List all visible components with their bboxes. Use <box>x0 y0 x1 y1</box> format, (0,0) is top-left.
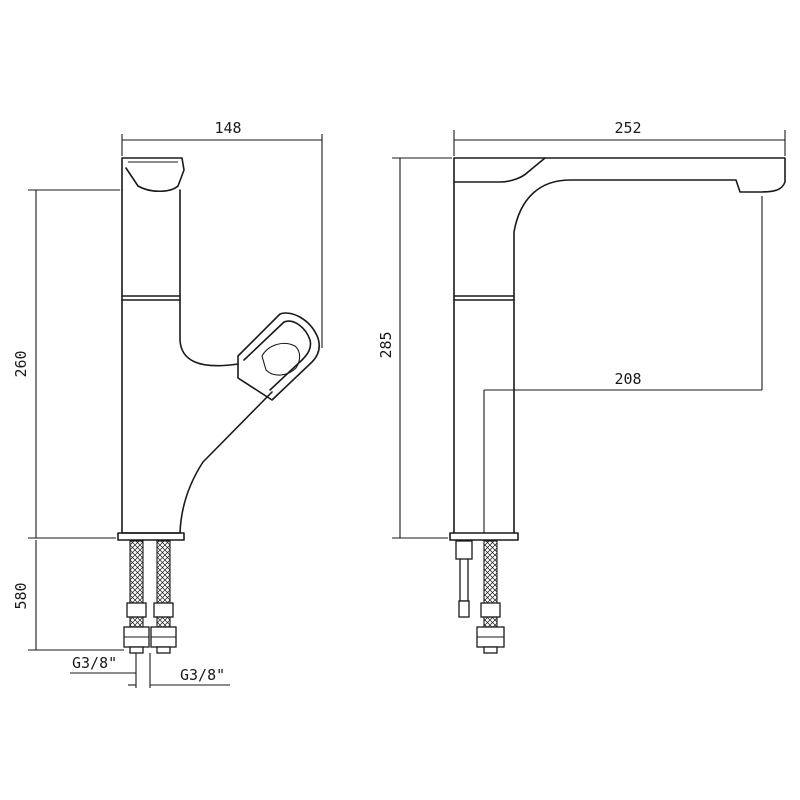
dimension-208-label: 208 <box>614 370 641 388</box>
side-ferrule <box>480 602 501 618</box>
side-rod-end <box>458 600 470 618</box>
side-view: 252 285 208 <box>377 119 786 654</box>
front-ferrule-left <box>126 602 147 618</box>
dimension-148: 148 <box>121 119 323 348</box>
dimension-208: 208 <box>483 196 763 533</box>
front-hose-right-lower <box>156 616 171 628</box>
front-nipple-left <box>129 646 144 654</box>
side-rod-collar <box>455 540 473 560</box>
side-nipple <box>483 646 498 654</box>
dimension-260: 260 <box>12 189 120 539</box>
front-hose-left-lower <box>129 616 144 628</box>
front-hose-right <box>156 540 171 604</box>
dimension-252-label: 252 <box>614 119 641 137</box>
side-hose-lower <box>483 616 498 628</box>
front-body-outline <box>121 189 273 534</box>
dimension-148-label: 148 <box>214 119 241 137</box>
dimension-260-label: 260 <box>12 350 30 377</box>
front-lever-handle <box>237 312 320 401</box>
dimension-285-label: 285 <box>377 331 395 358</box>
thread-callouts: G3/8" G3/8" <box>70 653 230 688</box>
side-base-plate <box>449 532 519 541</box>
front-top-cap <box>121 157 185 193</box>
front-body-right-edge <box>179 189 239 367</box>
dimension-285: 285 <box>377 157 452 539</box>
dimension-252: 252 <box>453 119 786 156</box>
thread-left-label: G3/8" <box>72 654 117 672</box>
thread-right-label: G3/8" <box>180 666 225 684</box>
front-nipple-right <box>156 646 171 654</box>
front-hose-left <box>129 540 144 604</box>
side-body-outline <box>453 157 786 534</box>
front-view: 148 260 580 G3/8" G3/8" <box>12 119 323 688</box>
dimension-580-label: 580 <box>12 582 30 609</box>
front-base-plate <box>117 532 185 541</box>
dimension-580: 580 <box>12 540 124 651</box>
side-hose <box>483 540 498 604</box>
side-spout-upper <box>453 157 546 183</box>
front-ferrule-right <box>153 602 174 618</box>
